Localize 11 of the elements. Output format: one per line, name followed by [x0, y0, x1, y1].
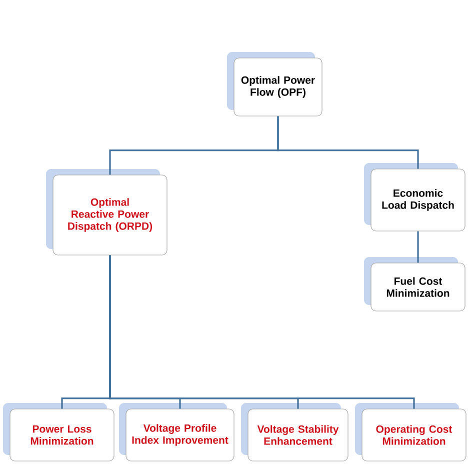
connector-line: [277, 116, 419, 169]
process-box: Optimal Reactive Power Dispatch (ORPD): [46, 169, 168, 256]
connector-line: [417, 231, 419, 263]
process-box: Economic Load Dispatch: [364, 163, 466, 232]
process-box: Operating Cost Minimization: [355, 403, 466, 462]
process-box: Fuel Cost Minimization: [364, 257, 466, 312]
process-box: Optimal Power Flow (OPF): [227, 52, 322, 116]
process-box: Power Loss Minimization: [3, 403, 114, 462]
connector-line: [109, 255, 415, 409]
process-box: Voltage Stability Enhancement: [241, 403, 348, 462]
process-box: Voltage Profile Index Improvement: [119, 403, 234, 462]
